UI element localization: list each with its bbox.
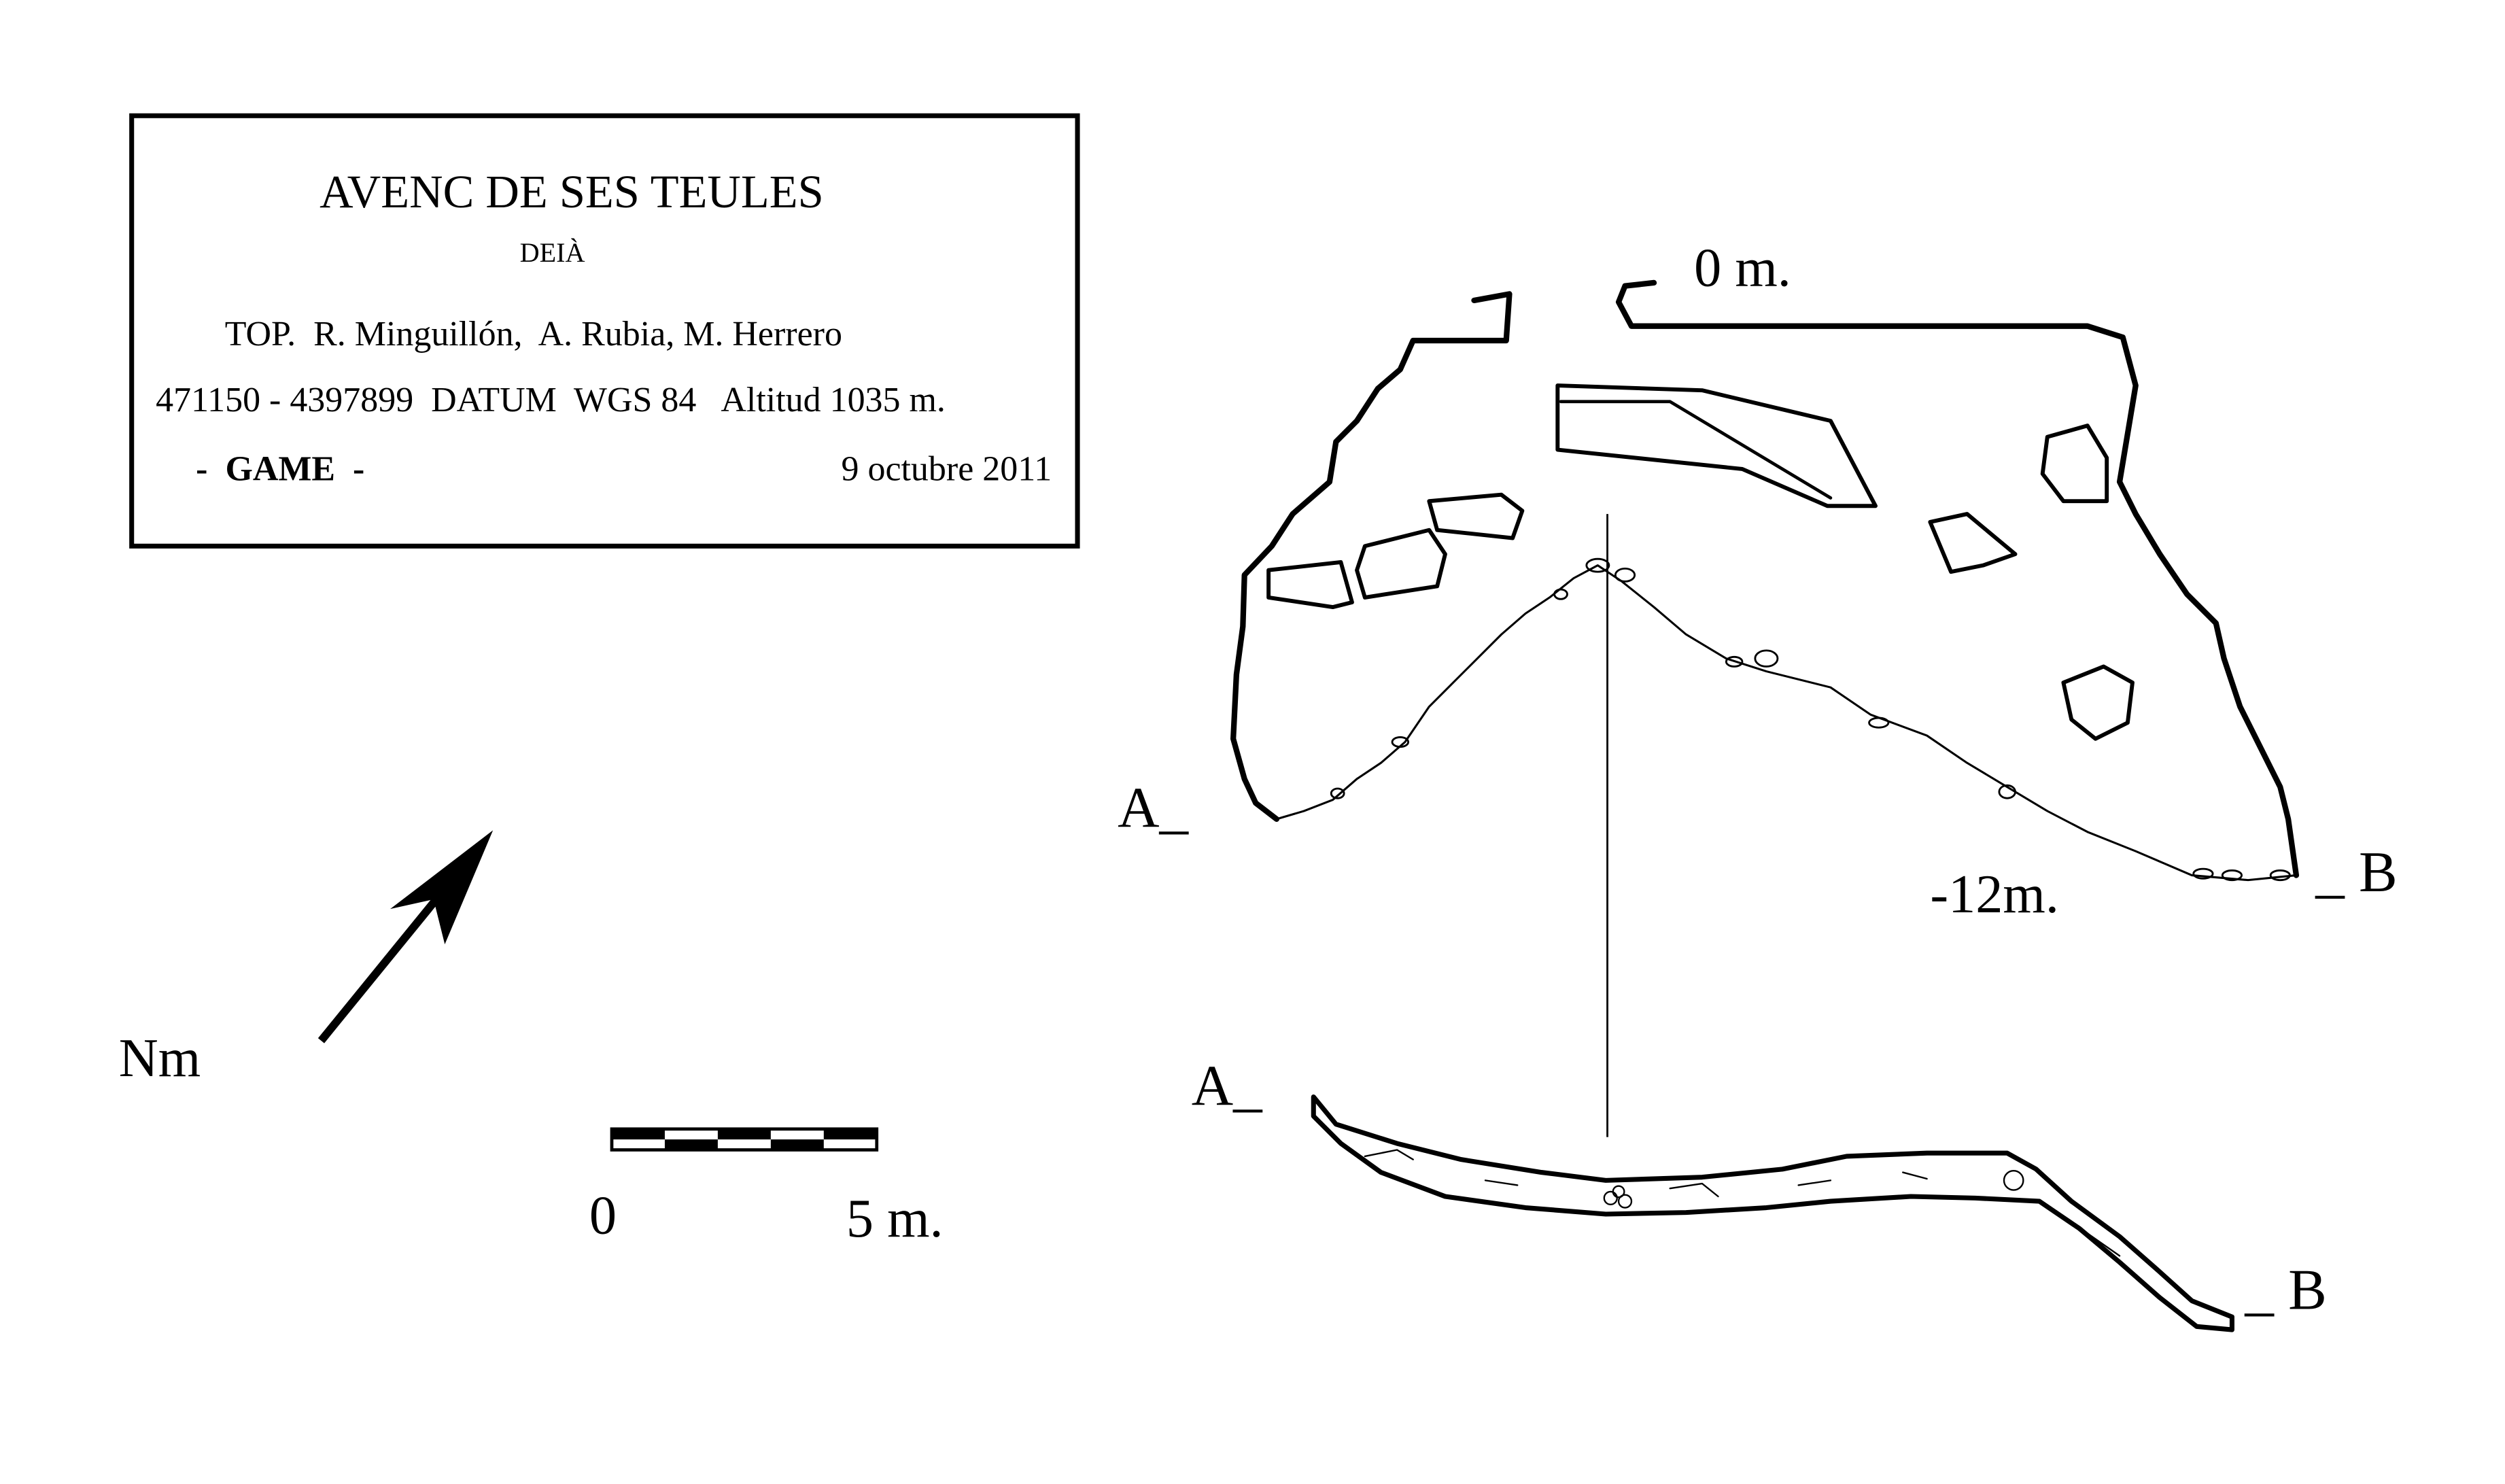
plan-depth-bottom: -12m. xyxy=(1930,864,2059,925)
surveyors: TOP. R. Minguillón, A. Rubia, M. Herrero xyxy=(225,315,842,353)
cave-title: AVENC DE SES TEULES xyxy=(319,166,824,218)
plan-view xyxy=(1230,279,2300,1137)
plan-label-a: A_ xyxy=(1118,776,1189,840)
north-arrow-icon xyxy=(317,830,494,1043)
plan-depth-top: 0 m. xyxy=(1694,238,1791,298)
scale-start: 0 xyxy=(589,1185,617,1245)
municipality: DEIÀ xyxy=(520,237,585,268)
group: - GAME - xyxy=(196,449,364,488)
section-label-b: _ B xyxy=(2244,1258,2326,1322)
section-label-a: A_ xyxy=(1192,1054,1263,1118)
scale-bar xyxy=(610,1127,879,1152)
survey-date: 9 octubre 2011 xyxy=(842,449,1052,488)
scale-end: 5 m. xyxy=(846,1188,944,1249)
north-label: Nm xyxy=(119,1028,201,1088)
title-box: AVENC DE SES TEULES DEIÀ TOP. R. Minguil… xyxy=(129,113,1080,549)
coordinates: 471150 - 4397899 DATUM WGS 84 Altitud 10… xyxy=(156,381,946,419)
plan-label-b: _ B xyxy=(2315,840,2397,904)
section-view xyxy=(1311,1094,2234,1332)
